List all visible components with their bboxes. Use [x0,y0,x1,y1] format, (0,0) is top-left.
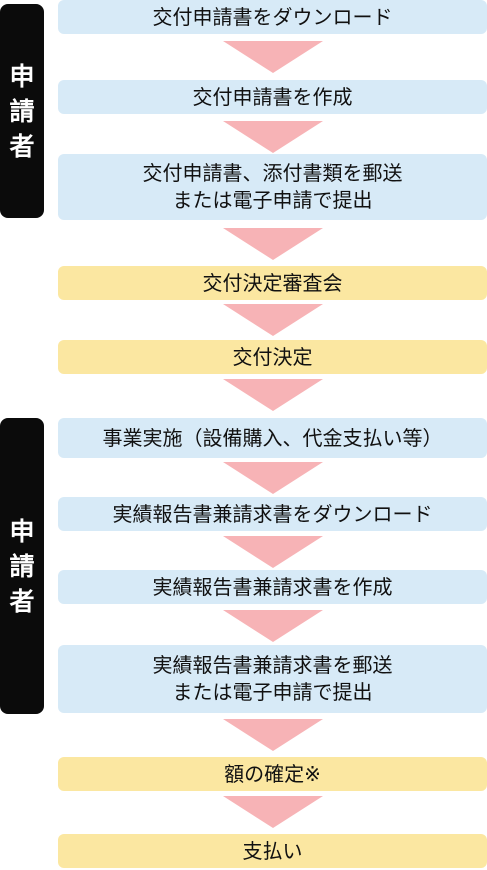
flow-arrow-down-icon [223,379,323,411]
step-payment: 支払い [58,834,487,868]
applicant-label: 申 請 者 [0,418,44,714]
step-text: 事業実施（設備購入、代金支払い等） [102,425,443,450]
flow-arrow-down-icon [223,41,323,73]
step-project-implementation: 事業実施（設備購入、代金支払い等） [58,418,487,458]
step-text: 交付申請書、添付書類を郵送 [142,161,403,185]
step-text: 実績報告書兼請求書を郵送 [152,653,393,677]
step-download-application: 交付申請書をダウンロード [58,0,487,34]
flow-arrow-down-icon [223,228,323,260]
step-text: または電子申請で提出 [172,680,373,704]
applicant-label-char: 申 [9,516,35,546]
step-text: 支払い [242,838,303,863]
step-text: または電子申請で提出 [172,188,373,212]
step-text: 実績報告書兼請求書を作成 [152,574,393,599]
applicant-label-char: 申 [9,61,35,91]
flow-arrow-down-icon [223,610,323,642]
applicant-label-char: 者 [9,586,35,616]
applicant-label-char: 請 [9,96,35,126]
step-submit-report: 実績報告書兼請求書を郵送 または電子申請で提出 [58,645,487,713]
step-grant-decision: 交付決定 [58,340,487,374]
flow-arrow-down-icon [223,304,323,336]
flow-arrow-down-icon [223,719,323,751]
step-text: 交付決定 [232,344,313,369]
step-create-application: 交付申請書を作成 [58,80,487,114]
step-review-committee: 交付決定審査会 [58,266,487,300]
step-create-report: 実績報告書兼請求書を作成 [58,570,487,604]
flow-arrow-down-icon [223,462,323,494]
flow-arrow-down-icon [223,796,323,828]
step-amount-confirmation: 額の確定※ [58,757,487,791]
flow-arrow-down-icon [223,121,323,153]
applicant-label-char: 者 [9,131,35,161]
step-text: 交付申請書をダウンロード [152,4,393,29]
step-text: 額の確定※ [224,761,321,786]
applicant-label-char: 請 [9,551,35,581]
step-download-report: 実績報告書兼請求書をダウンロード [58,497,487,531]
step-submit-application: 交付申請書、添付書類を郵送 または電子申請で提出 [58,154,487,220]
step-text: 交付申請書を作成 [192,84,353,109]
applicant-label: 申 請 者 [0,4,44,218]
step-text: 交付決定審査会 [202,270,343,295]
step-text: 実績報告書兼請求書をダウンロード [112,501,433,526]
flow-arrow-down-icon [223,536,323,568]
